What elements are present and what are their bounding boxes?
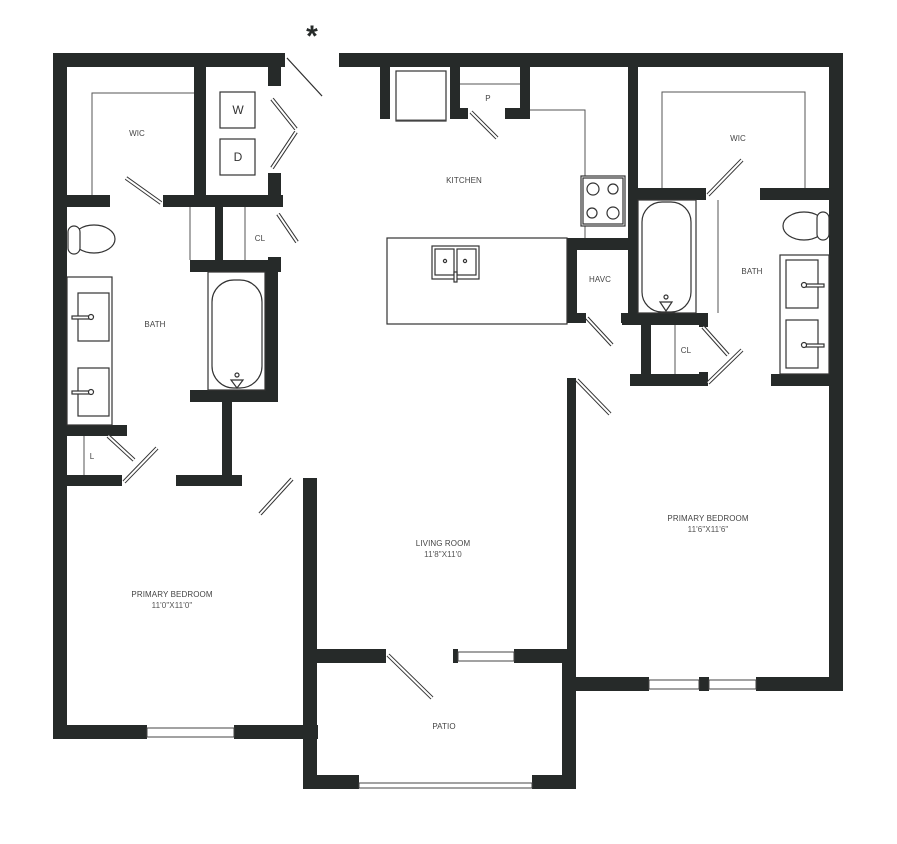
bedroom-left-dimensions: 11'0"X11'0": [151, 601, 193, 610]
living-room-dimensions: 11'8"X11'0: [424, 550, 462, 559]
living-room-label: LIVING ROOM 11'8"X11'0: [416, 538, 470, 560]
toilet-left-icon: [67, 224, 116, 255]
bath-right-label: BATH: [741, 267, 763, 276]
toilet-right-icon: [782, 211, 830, 241]
dryer-label: D: [233, 150, 243, 164]
dryer-icon: [219, 138, 256, 176]
living-room-name: LIVING ROOM: [415, 539, 471, 548]
closet-left-label: CL: [254, 234, 266, 243]
pantry-label: P: [485, 94, 491, 103]
bedroom-right-dimensions: 11'6"X11'6": [687, 525, 729, 534]
bedroom-right-label: PRIMARY BEDROOM 11'6"X11'6": [667, 513, 748, 535]
vanity-right-icon: [779, 254, 830, 375]
vanity-left-icon: [66, 276, 113, 426]
sink-icon: [431, 245, 480, 283]
kitchen-label: KITCHEN: [446, 176, 482, 185]
bathtub-right-icon: [637, 199, 697, 314]
washer-label: W: [232, 103, 244, 117]
windows: [146, 651, 757, 789]
bath-left-label: BATH: [144, 320, 166, 329]
bedroom-left-label: PRIMARY BEDROOM 11'0"X11'0": [131, 589, 212, 611]
wic-right-label: WIC: [730, 134, 746, 143]
washer-icon: [219, 91, 256, 129]
closet-right-label: CL: [680, 346, 692, 355]
refrigerator-icon: [395, 70, 447, 122]
bedroom-right-name: PRIMARY BEDROOM: [667, 514, 749, 523]
bedroom-left-name: PRIMARY BEDROOM: [131, 590, 213, 599]
range-icon: [580, 175, 626, 227]
entry-marker: *: [306, 20, 318, 53]
linen-label: L: [89, 452, 95, 461]
havc-label: HAVC: [588, 275, 612, 284]
wic-left-label: WIC: [129, 129, 145, 138]
walls: [53, 53, 843, 789]
doors: [106, 57, 744, 700]
bathtub-left-icon: [207, 271, 266, 391]
patio-label: PATIO: [432, 722, 456, 731]
